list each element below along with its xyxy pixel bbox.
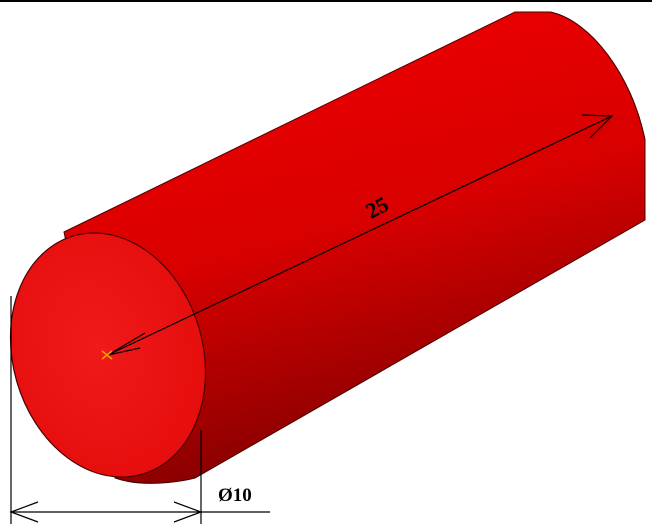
origin-cross-icon — [101, 350, 113, 360]
diameter-dimension[interactable]: Ø10 — [9, 296, 270, 524]
arrowhead-right — [173, 501, 203, 523]
arrowhead-far — [581, 114, 614, 139]
arrowhead-left — [9, 501, 39, 523]
diameter-dimension-label: Ø10 — [218, 485, 252, 506]
cylinder-far-end-edge — [515, 11, 646, 220]
